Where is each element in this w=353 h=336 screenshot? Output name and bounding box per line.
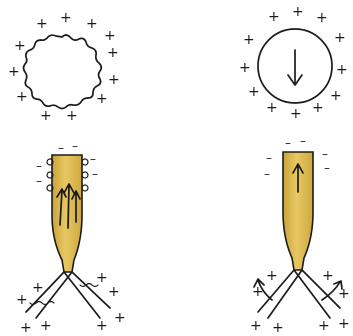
plus-sign: + <box>248 84 260 100</box>
membrane-bump <box>82 159 88 165</box>
plus-sign: + <box>114 310 126 326</box>
plus-sign: + <box>334 30 346 46</box>
plus-sign: + <box>250 318 262 334</box>
plus-sign: + <box>108 72 120 88</box>
minus-sign: – <box>264 167 270 181</box>
plus-sign: + <box>318 318 330 334</box>
plus-sign: + <box>8 64 20 80</box>
tube-left-body <box>52 155 82 272</box>
plus-sign: + <box>290 106 302 122</box>
minus-sign: – <box>58 141 64 155</box>
membrane-bump <box>82 172 88 178</box>
plus-sign: + <box>336 62 348 78</box>
minus-sign: – <box>285 136 291 150</box>
wavy-cell-outline <box>24 35 102 109</box>
fork-left-leg <box>258 270 302 318</box>
plus-sign: + <box>96 91 108 107</box>
plus-sign: + <box>96 318 108 334</box>
plus-sign: + <box>32 280 44 296</box>
plus-sign: + <box>330 88 342 104</box>
minus-sign: – <box>266 151 272 165</box>
filled-tube-left: – – – – – – + + + + + + + + <box>16 139 126 336</box>
plus-sign: + <box>60 10 72 26</box>
wavy-cell: + + + + + + + + + + + + <box>8 10 120 124</box>
plus-sign: + <box>20 320 32 336</box>
filled-tube-right: – – – – – – + + + + + + + + <box>250 134 350 336</box>
plus-sign: + <box>66 108 78 124</box>
plus-sign: + <box>243 32 255 48</box>
plus-sign: + <box>252 284 264 300</box>
minus-sign: – <box>72 139 78 153</box>
membrane-bump <box>82 185 88 191</box>
plus-sign: + <box>40 318 52 334</box>
plus-sign: + <box>16 292 28 308</box>
plus-sign: + <box>104 28 116 44</box>
plus-sign: + <box>316 10 328 26</box>
plus-sign: + <box>322 268 334 284</box>
plus-sign: + <box>36 16 48 32</box>
minus-sign: – <box>300 134 306 148</box>
minus-sign: – <box>324 161 330 175</box>
minus-sign: – <box>36 174 42 188</box>
plus-sign: + <box>86 16 98 32</box>
plus-sign: + <box>16 89 28 105</box>
plus-sign: + <box>266 268 278 284</box>
minus-sign: – <box>92 167 98 181</box>
minus-sign: – <box>36 159 42 173</box>
plus-sign: + <box>292 4 304 20</box>
plus-sign: + <box>272 320 284 336</box>
plus-sign: + <box>40 108 52 124</box>
plus-sign: + <box>108 284 120 300</box>
plus-sign: + <box>96 270 108 286</box>
plus-sign: + <box>14 38 26 54</box>
minus-sign: – <box>90 152 96 166</box>
plus-sign: + <box>338 286 350 302</box>
round-cell: + + + + + + + + + + + + <box>239 4 348 122</box>
minus-sign: – <box>322 147 328 161</box>
plus-sign: + <box>266 100 278 116</box>
plus-sign: + <box>107 45 119 61</box>
plus-sign: + <box>338 316 350 332</box>
plus-sign: + <box>268 9 280 25</box>
plus-sign: + <box>312 100 324 116</box>
plus-sign: + <box>239 60 251 76</box>
